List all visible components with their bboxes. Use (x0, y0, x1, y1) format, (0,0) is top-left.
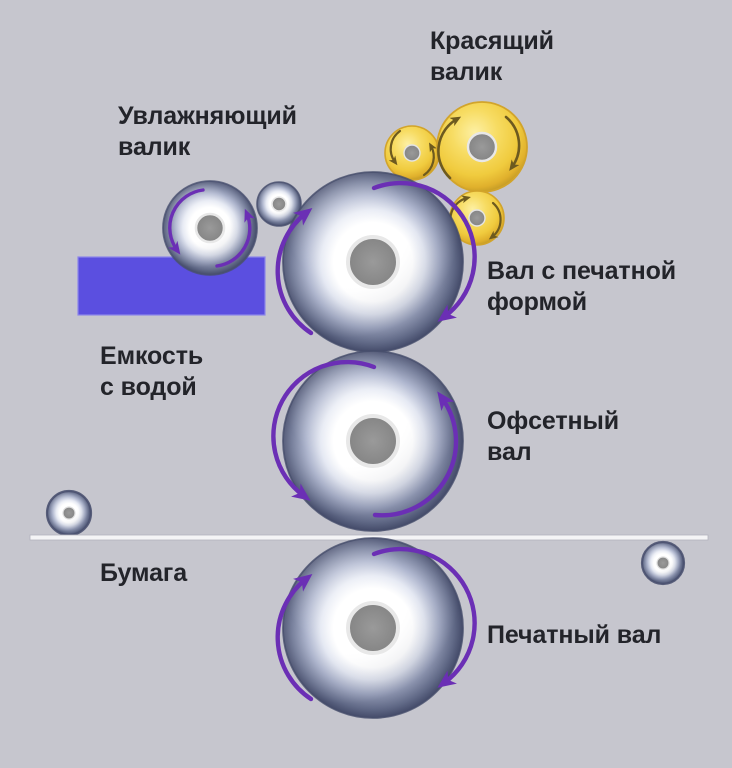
rotation-arrow (372, 391, 459, 518)
rotation-arrow (215, 208, 255, 268)
label-paper: Бумага (100, 559, 187, 587)
rotation-arrow (275, 207, 314, 336)
label-plate-cylinder: Вал с печатной формой (487, 257, 677, 316)
roller-paper-guide-right (640, 540, 686, 586)
rotation-arrow (168, 188, 205, 255)
rotation-arrow (275, 573, 314, 702)
label-dampening-roller: Увлажняющий валик (118, 102, 297, 161)
rotation-arrow (271, 359, 377, 501)
roller-offset-cylinder (271, 350, 464, 532)
label-offset-cylinder: Офсетный вал (487, 407, 620, 466)
roller-ink-left (384, 125, 440, 181)
label-inking-roller: Красящий валик (430, 27, 554, 86)
rotation-arrow (371, 180, 477, 322)
rotation-arrow (371, 546, 477, 688)
roller-impression-cylinder (275, 537, 477, 719)
roller-ink-main (436, 101, 528, 193)
rotation-arrow (504, 115, 521, 171)
rotation-arrow (422, 142, 437, 177)
label-water-tank: Емкость с водой (100, 342, 204, 401)
rotation-arrow (388, 129, 402, 166)
rotation-arrow (488, 201, 502, 240)
rotation-arrow (437, 116, 462, 180)
roller-plate-cylinder (275, 171, 477, 353)
roller-dampening (162, 180, 258, 276)
label-impression-cylinder: Печатный вал (487, 621, 662, 649)
roller-dampening-small (256, 181, 302, 227)
roller-paper-guide-left (45, 489, 93, 537)
